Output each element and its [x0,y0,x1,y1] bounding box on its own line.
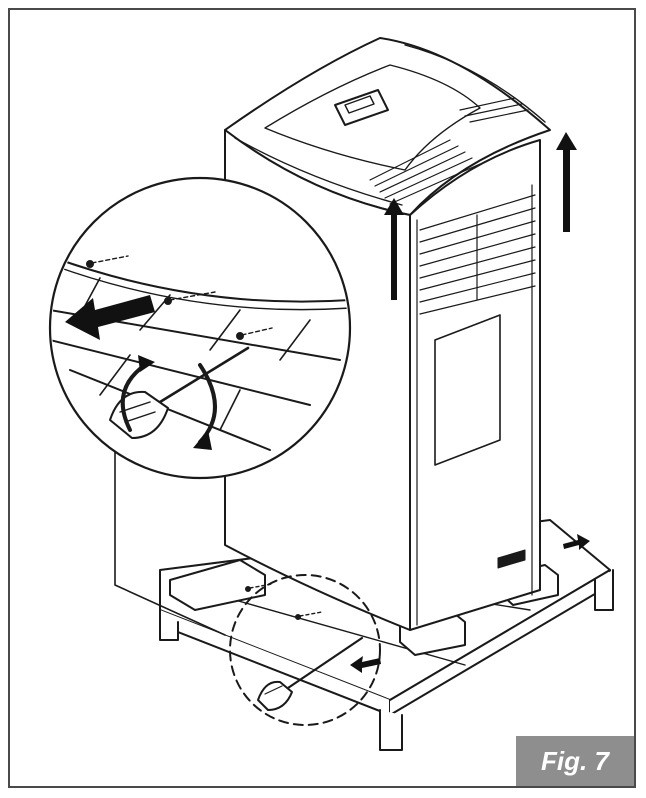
figure-frame: Fig. 7 [8,8,636,788]
callout-leader [114,449,226,636]
rotate-icon [120,355,217,450]
up-arrow-icon [384,132,577,300]
left-arrow-icon [65,295,155,340]
stove-pallet-illustration [48,37,614,751]
detail-callout [229,574,381,726]
magnified-detail [48,176,352,480]
right-arrow-icon [563,534,590,550]
left-arrow-icon [350,656,381,673]
figure-label: Fig. 7 [516,736,634,786]
screwdriver-icon [257,636,364,711]
